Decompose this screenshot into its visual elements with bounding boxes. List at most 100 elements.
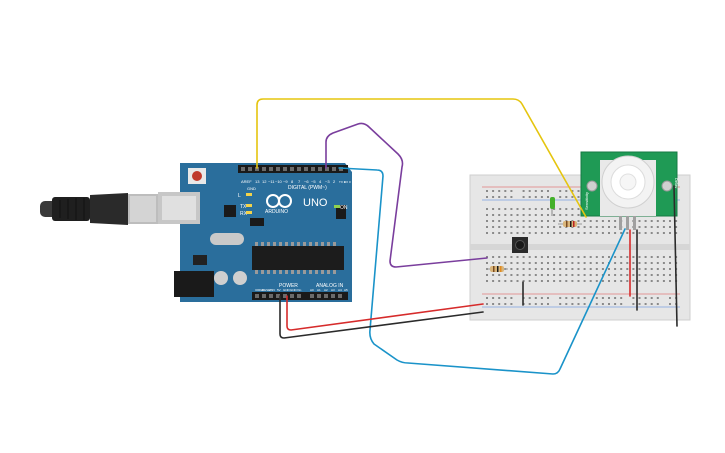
- breadboard-hole: [492, 220, 495, 222]
- breadboard-hole: [650, 274, 653, 276]
- breadboard-hole: [626, 256, 629, 258]
- breadboard-hole: [510, 256, 513, 258]
- breadboard-hole: [583, 256, 586, 258]
- breadboard-hole: [547, 208, 549, 210]
- power-section-label: POWER: [279, 283, 298, 289]
- breadboard-hole: [571, 280, 574, 282]
- breadboard-hole: [669, 262, 671, 264]
- breadboard-hole: [534, 196, 537, 198]
- breadboard-hole: [608, 232, 610, 234]
- wire-black[interactable]: [279, 295, 484, 339]
- breadboard-hole: [595, 226, 598, 228]
- arduino-uno-board[interactable]: 13 12 ~11 ~10 ~9 8 7 ~6 ~5 4 ~3 2 TX 1 R…: [158, 163, 352, 302]
- breadboard-hole: [510, 303, 513, 305]
- breadboard-hole: [595, 274, 598, 276]
- breadboard-hole: [577, 256, 580, 258]
- breadboard-hole: [656, 232, 659, 234]
- digital-pin-label: 2: [333, 179, 336, 184]
- breadboard-hole: [522, 196, 525, 198]
- breadboard-hole: [565, 208, 568, 210]
- breadboard-hole: [583, 232, 586, 234]
- breadboard-hole: [510, 232, 513, 234]
- breadboard-hole: [540, 220, 543, 222]
- aref-label: AREF: [241, 179, 252, 184]
- breadboard-hole: [504, 303, 507, 305]
- breadboard-hole: [595, 220, 598, 222]
- led-icon[interactable]: [550, 197, 555, 216]
- sensitivity-pot[interactable]: [586, 180, 598, 192]
- resistor-icon[interactable]: [486, 266, 508, 272]
- breadboard-hole: [540, 297, 543, 299]
- wire-purple[interactable]: [325, 122, 488, 268]
- breadboard-hole: [675, 226, 678, 228]
- analog-pin-label: A3: [331, 288, 335, 292]
- breadboard-hole: [528, 274, 531, 276]
- breadboard-hole: [614, 280, 617, 282]
- breadboard-hole: [534, 268, 537, 270]
- breadboard-hole: [559, 262, 562, 264]
- delay-pot[interactable]: [661, 180, 673, 192]
- breadboard-hole: [669, 256, 671, 258]
- breadboard-hole: [669, 274, 671, 276]
- breadboard-hole: [534, 220, 537, 222]
- breadboard-hole: [559, 214, 562, 216]
- breadboard-hole: [486, 226, 488, 228]
- breadboard-hole: [528, 297, 531, 299]
- breadboard-hole: [650, 232, 653, 234]
- breadboard-hole: [522, 208, 525, 210]
- breadboard-hole: [626, 268, 629, 270]
- breadboard-hole: [486, 232, 488, 234]
- breadboard-hole: [486, 190, 488, 192]
- breadboard-hole: [620, 303, 623, 305]
- breadboard-hole: [540, 226, 543, 228]
- breadboard-hole: [559, 196, 562, 198]
- breadboard-hole: [504, 214, 507, 216]
- jumper-black[interactable]: [673, 185, 678, 327]
- breadboard-hole: [565, 196, 568, 198]
- breadboard-hole: [565, 190, 568, 192]
- wire-red[interactable]: [286, 295, 484, 331]
- breadboard-hole: [577, 268, 580, 270]
- breadboard-hole: [662, 256, 665, 258]
- breadboard-hole: [589, 256, 592, 258]
- breadboard-hole: [553, 280, 556, 282]
- pir-sensor[interactable]: Sensitivity Delay: [580, 151, 679, 230]
- analog-pin-label: A0: [310, 288, 314, 292]
- breadboard-hole: [632, 232, 635, 234]
- breadboard-hole: [547, 303, 549, 305]
- breadboard-hole: [583, 297, 586, 299]
- pushbutton-icon[interactable]: [512, 237, 528, 253]
- breadboard-hole: [559, 208, 562, 210]
- on-led-label: ON: [340, 205, 348, 211]
- breadboard-hole: [656, 220, 659, 222]
- breadboard-hole: [632, 274, 635, 276]
- breadboard-hole: [522, 232, 525, 234]
- breadboard-hole: [589, 280, 592, 282]
- breadboard-hole: [492, 232, 495, 234]
- breadboard-hole: [540, 268, 543, 270]
- breadboard-hole: [644, 303, 647, 305]
- digital-section-label: DIGITAL (PWM~): [288, 185, 327, 191]
- breadboard-hole: [498, 208, 501, 210]
- breadboard-hole: [498, 232, 501, 234]
- breadboard-hole: [559, 190, 562, 192]
- breadboard-hole: [608, 303, 610, 305]
- breadboard-hole: [669, 232, 671, 234]
- breadboard-hole: [595, 297, 598, 299]
- wire-blue[interactable]: [338, 167, 626, 375]
- breadboard-hole: [547, 196, 549, 198]
- breadboard-hole: [540, 256, 543, 258]
- breadboard-hole: [571, 232, 574, 234]
- breadboard-hole: [638, 256, 641, 258]
- wire-yellow[interactable]: [256, 98, 587, 218]
- l-led-label: L: [238, 193, 241, 199]
- breadboard-hole: [614, 297, 617, 299]
- breadboard-hole: [534, 256, 537, 258]
- breadboard-hole: [571, 190, 574, 192]
- breadboard-hole: [498, 190, 501, 192]
- capacitor: [233, 271, 247, 285]
- resistor-icon[interactable]: [558, 221, 582, 227]
- breadboard-hole: [504, 226, 507, 228]
- breadboard-hole: [577, 214, 580, 216]
- arduino-infinity-logo: [266, 194, 292, 208]
